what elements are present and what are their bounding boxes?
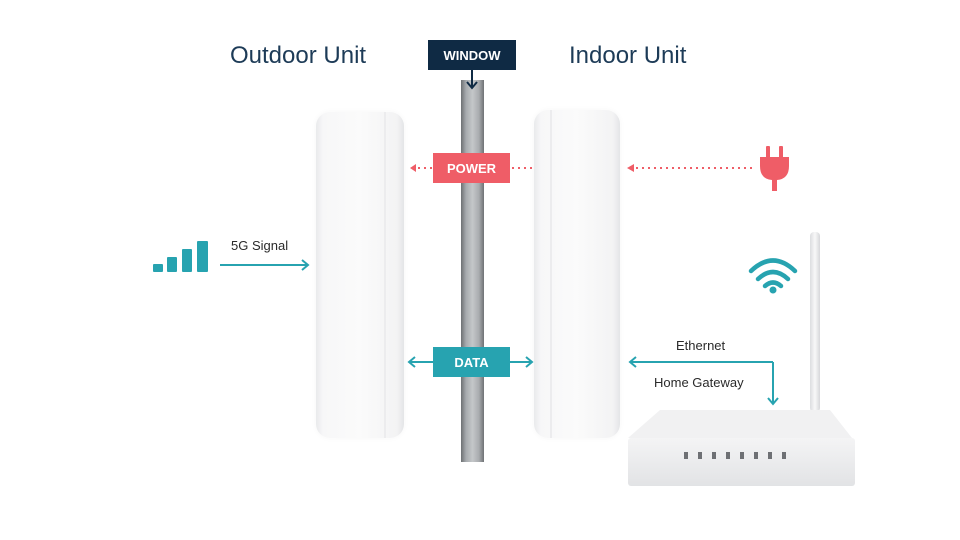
power-arrowhead-left [410,164,416,172]
wifi-icon [748,258,798,289]
indoor-unit-title: Indoor Unit [569,42,687,69]
power-plug-icon [760,146,789,191]
router-top [628,410,852,438]
window-pointer-arrow [466,70,478,90]
router-body [628,438,855,486]
power-arrowhead-indoor [627,164,634,172]
power-label: POWER [433,153,510,183]
data-arrowhead-left [407,356,416,368]
home-gateway-label: Home Gateway [654,375,744,390]
outdoor-unit [316,112,404,438]
signal-arrowhead [301,259,310,271]
ethernet-label: Ethernet [676,338,726,353]
window-label: WINDOW [428,40,516,70]
ethernet-arrowhead-down [767,397,779,406]
signal-label: 5G Signal [231,238,289,253]
indoor-unit [534,110,620,438]
wifi-dot [769,286,777,294]
router-antenna [810,232,820,412]
ethernet-arrowhead-left [628,356,637,368]
data-label: DATA [433,347,510,377]
outdoor-unit-title: Outdoor Unit [230,42,367,69]
data-arrowhead-right [525,356,534,368]
router-leds [684,452,786,459]
signal-bars-icon [153,241,208,272]
